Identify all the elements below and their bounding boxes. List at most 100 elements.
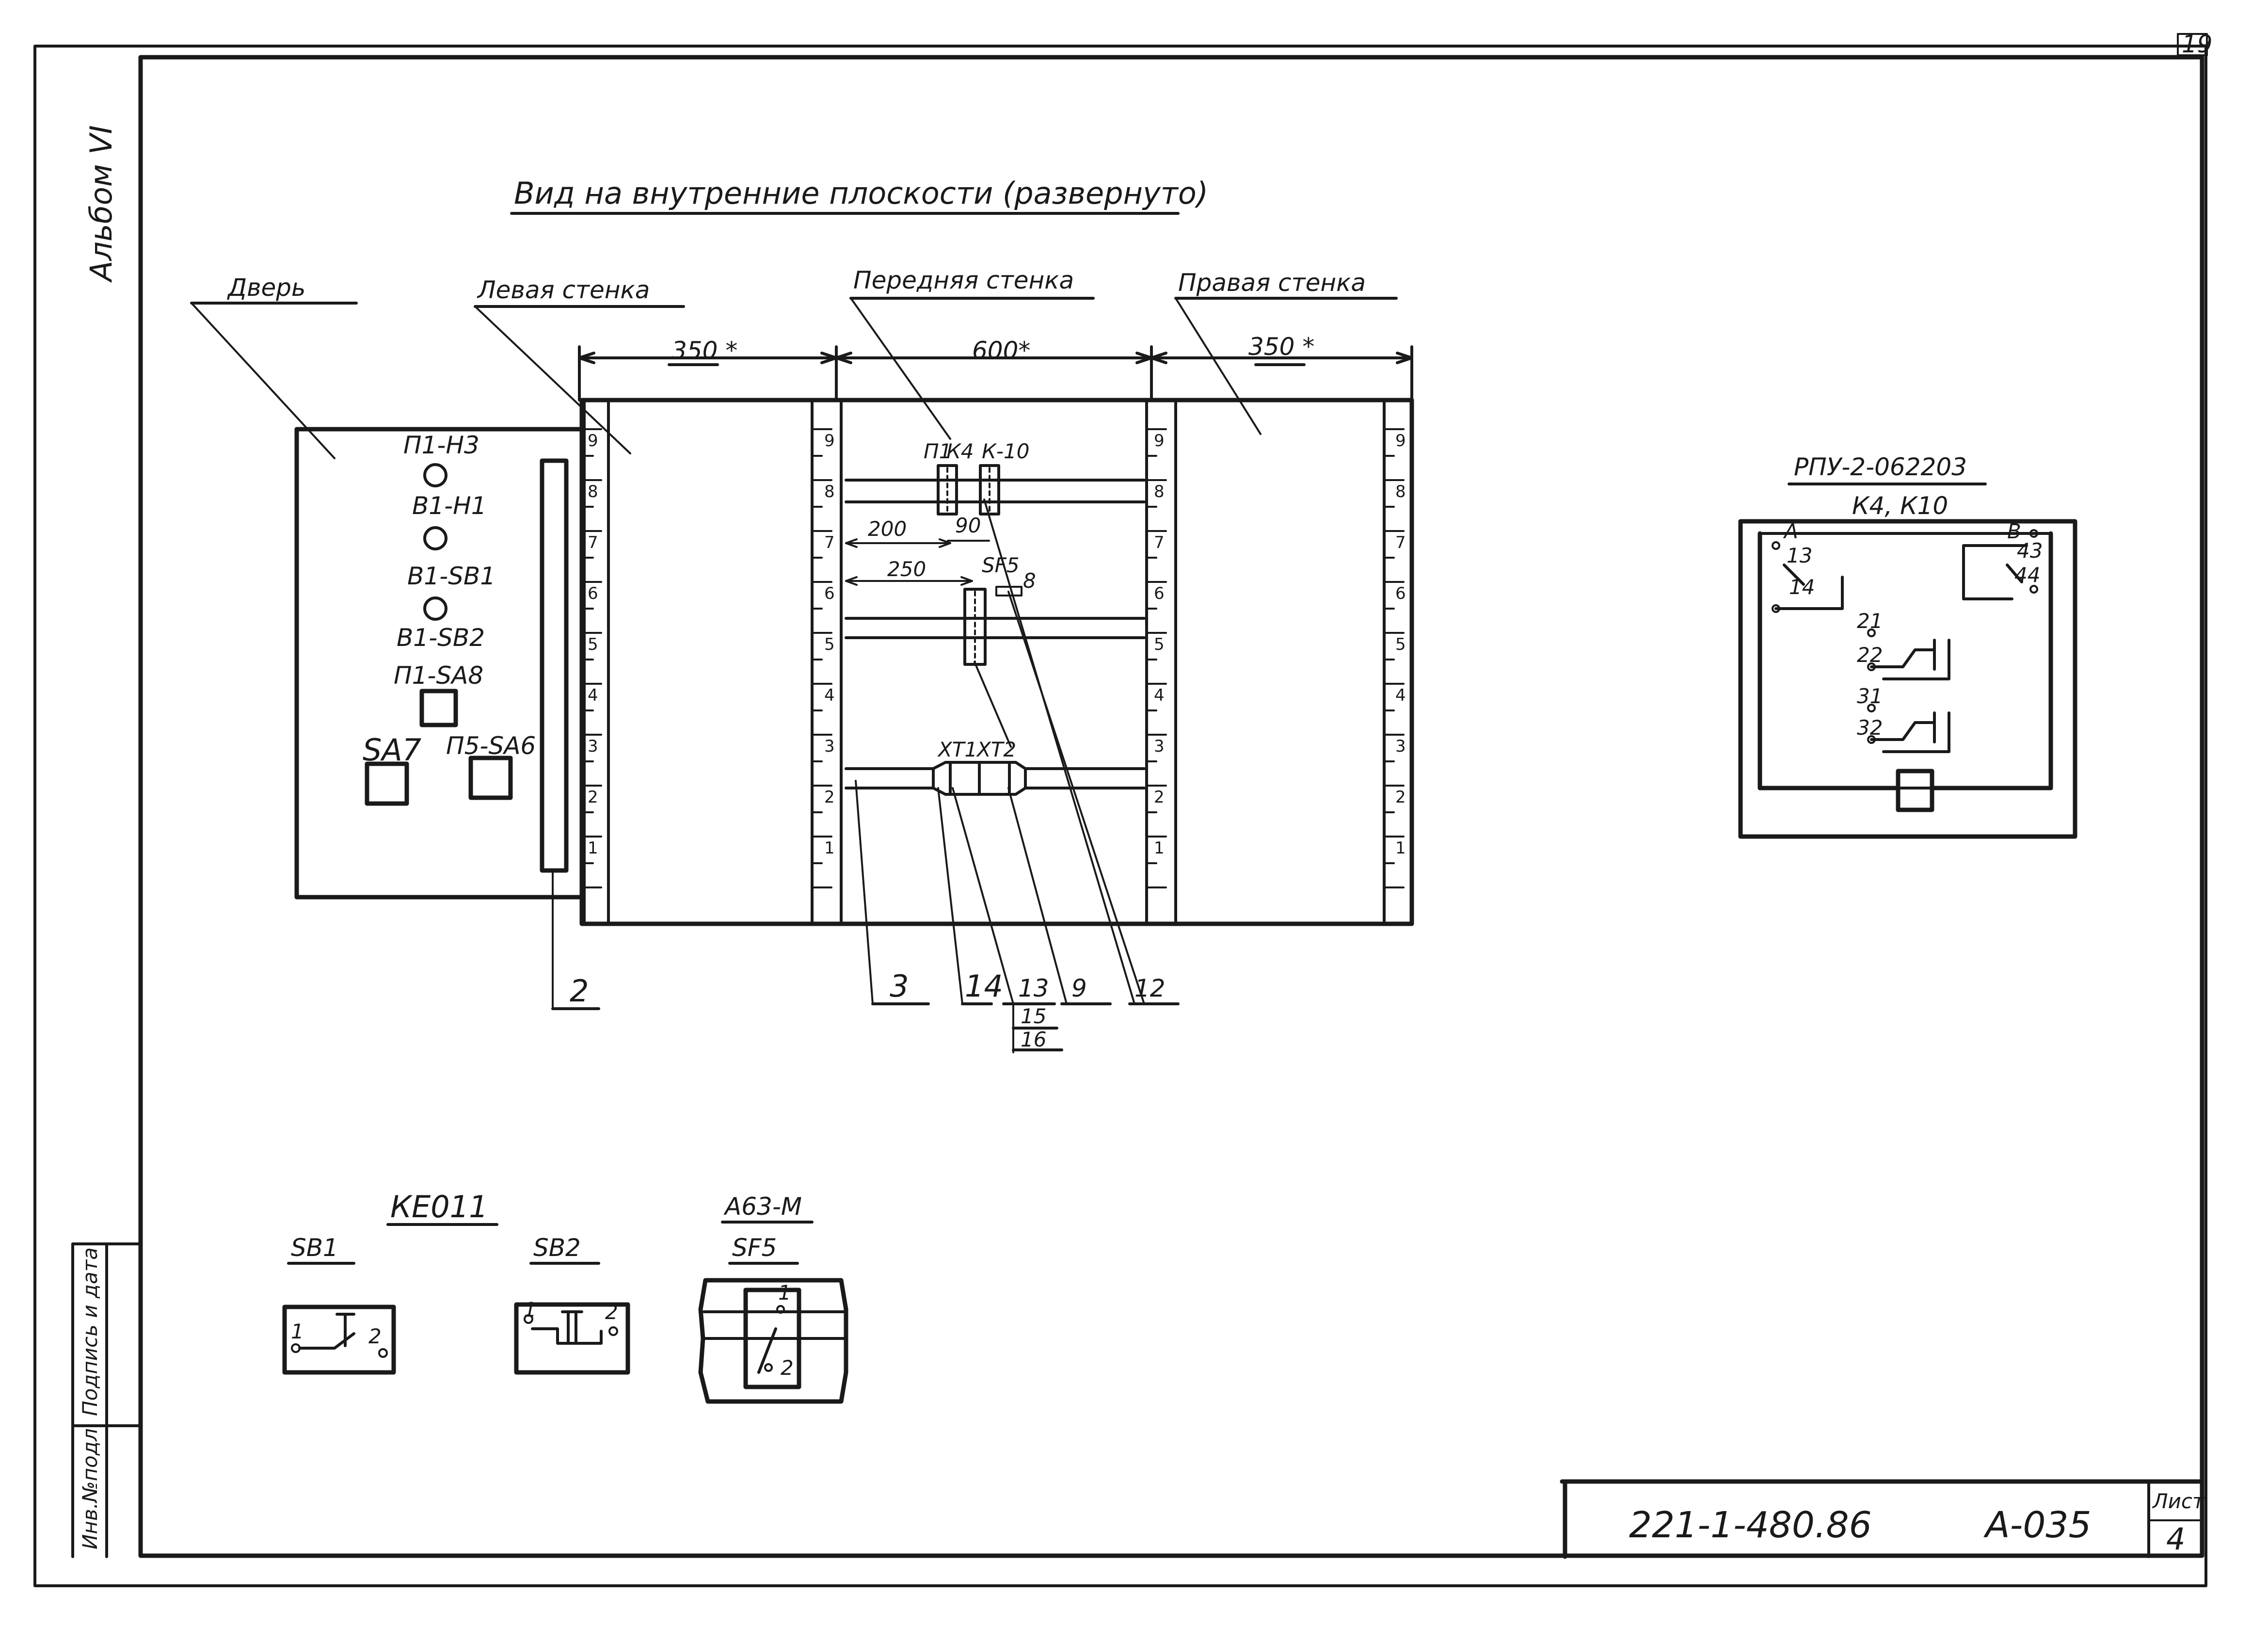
- relay-pin-b: В: [2007, 519, 2021, 543]
- callout-13: 13: [1018, 974, 1049, 1002]
- ruler-left-tick: 7: [588, 533, 598, 552]
- ruler-right-tick: 9: [1395, 431, 1406, 451]
- legend-a63-title: А63-М: [723, 1192, 802, 1221]
- callout-leaders: [551, 499, 1180, 1053]
- door-item-p5-sa6: П5-SA6: [446, 732, 536, 760]
- dim-200: 200: [868, 517, 907, 541]
- legend-sb2-pin-1: 1: [524, 1298, 537, 1321]
- terminal-block-xt: [932, 761, 1027, 796]
- callout-16: 16: [1021, 1028, 1046, 1051]
- switch-sa6: [468, 756, 513, 800]
- ruler-right-tick: 5: [1395, 635, 1406, 654]
- indicator-lamp-sb1: [423, 596, 447, 621]
- front-item-k-top: П1: [924, 439, 952, 463]
- ruler-front-left-tick: 1: [824, 838, 835, 858]
- ruler-front-left-tick: 2: [824, 788, 835, 807]
- dim-right: 350 *: [1248, 333, 1314, 361]
- ruler-front-right-tick: 9: [1154, 431, 1165, 451]
- relay-pin-43: 43: [2017, 539, 2043, 563]
- side-label-inventory: Инв.№подл.: [78, 1422, 102, 1549]
- ruler-right-tick: 6: [1395, 584, 1406, 603]
- ruler-front-right-tick: 6: [1154, 584, 1165, 603]
- dim-front: 600*: [972, 337, 1030, 365]
- callout-14: 14: [965, 968, 1003, 1004]
- ruler-right-tick: 2: [1395, 788, 1406, 807]
- door-item-sa7: SA7: [363, 732, 421, 768]
- walls-outline: [579, 398, 1414, 926]
- page-title: Вид на внутренние плоскости (развернуто): [514, 176, 1208, 211]
- relay-pin-22: 22: [1857, 643, 1883, 667]
- relay-pin-14: 14: [1789, 575, 1815, 599]
- front-item-sf5-small: 8: [1023, 569, 1036, 593]
- door-item-b1-sb2: В1-SB2: [397, 624, 485, 652]
- relay-pin-21: 21: [1857, 609, 1883, 633]
- ruler-ticks: [583, 428, 1405, 888]
- indicator-lamp-h3: [423, 463, 447, 487]
- ruler-front-left-tick: 3: [824, 737, 835, 756]
- ruler-front-left-tick: 7: [824, 533, 835, 552]
- ruler-left-tick: 4: [588, 686, 598, 705]
- door-item-b1-h1: В1-H1: [412, 492, 487, 520]
- switch-sa8: [419, 689, 458, 727]
- ruler-front-left-tick: 9: [824, 431, 835, 451]
- door-label: Дверь: [227, 274, 306, 302]
- legend-sb1-label: SB1: [291, 1234, 338, 1262]
- legend-sb1-pin-2: 2: [368, 1324, 382, 1348]
- relay-coil: [1896, 769, 1934, 812]
- callout-12: 12: [1134, 974, 1166, 1002]
- callout-2: 2: [570, 973, 589, 1009]
- legend-ke-title: КЕ011: [390, 1189, 488, 1224]
- relay-pin-13: 13: [1787, 544, 1812, 567]
- front-item-k10: К-10: [982, 439, 1029, 463]
- relay-diagram: [1738, 519, 2077, 839]
- ruler-right-labels: 9 8 7 6 5 4 3 2 1: [1395, 431, 1406, 858]
- door-panel: [294, 427, 584, 900]
- sheet-frame: [33, 33, 2208, 1587]
- legend-sb2-symbol: [514, 1302, 630, 1375]
- ruler-front-left-tick: 4: [824, 686, 835, 705]
- door-item-p1-h3: П1-H3: [403, 431, 479, 459]
- ruler-front-left-labels: 9 8 7 6 5 4 3 2 1: [824, 431, 835, 858]
- ruler-left-tick: 6: [588, 584, 598, 603]
- ruler-right-tick: 1: [1395, 838, 1406, 858]
- relay-pin-a: А: [1783, 519, 1798, 543]
- ruler-left-tick: 1: [588, 838, 598, 858]
- ruler-right-tick: 4: [1395, 686, 1406, 705]
- dimension-line: [578, 345, 1413, 402]
- ruler-front-right-tick: 1: [1154, 838, 1165, 858]
- ruler-left-tick: 2: [588, 788, 598, 807]
- ruler-front-right-tick: 5: [1154, 635, 1165, 654]
- front-item-k4: К4: [946, 439, 974, 463]
- dim-250: 250: [887, 557, 926, 581]
- ruler-front-left-tick: 6: [824, 584, 835, 603]
- legend-sf5-label: SF5: [732, 1234, 777, 1262]
- list-label: Лист: [2152, 1489, 2205, 1513]
- relay-subtitle: К4, К10: [1852, 492, 1948, 520]
- legend-sb1-symbol: [282, 1305, 396, 1375]
- legend-sb2-pin-2: 2: [605, 1300, 618, 1324]
- door-item-p1-sa8: П1-SA8: [394, 661, 483, 690]
- ruler-left-tick: 5: [588, 635, 598, 654]
- dim-left: 350 *: [671, 337, 737, 365]
- ruler-front-left-tick: 5: [824, 635, 835, 654]
- switch-sa7: [365, 761, 409, 806]
- ruler-left-tick: 9: [588, 431, 598, 451]
- stamp-ref: А-035: [1983, 1504, 2092, 1546]
- legend-sf5-symbol: [698, 1278, 848, 1404]
- ruler-front-right-tick: 8: [1154, 482, 1165, 501]
- ruler-left-tick: 8: [588, 482, 598, 501]
- corner-sheet-number: 19: [2182, 30, 2213, 58]
- ruler-front-right-tick: 7: [1154, 533, 1165, 552]
- left-wall-label: Левая стенка: [477, 276, 650, 304]
- ruler-right-tick: 7: [1395, 533, 1406, 552]
- legend-sf5-pin-1: 1: [778, 1281, 791, 1305]
- stamp-code: 221-1-480.86: [1629, 1504, 1872, 1546]
- ruler-left-labels: 9 8 7 6 5 4 3 2 1: [588, 431, 598, 858]
- front-wall-label: Передняя стенка: [853, 266, 1074, 294]
- ruler-front-right-tick: 4: [1154, 686, 1165, 705]
- callout-15: 15: [1021, 1004, 1046, 1028]
- legend-sb1-pin-1: 1: [291, 1320, 304, 1343]
- legend-sb2-label: SB2: [533, 1234, 581, 1262]
- relay-title: РПУ-2-062203: [1794, 453, 1967, 481]
- legend-sf5-pin-2: 2: [781, 1356, 794, 1380]
